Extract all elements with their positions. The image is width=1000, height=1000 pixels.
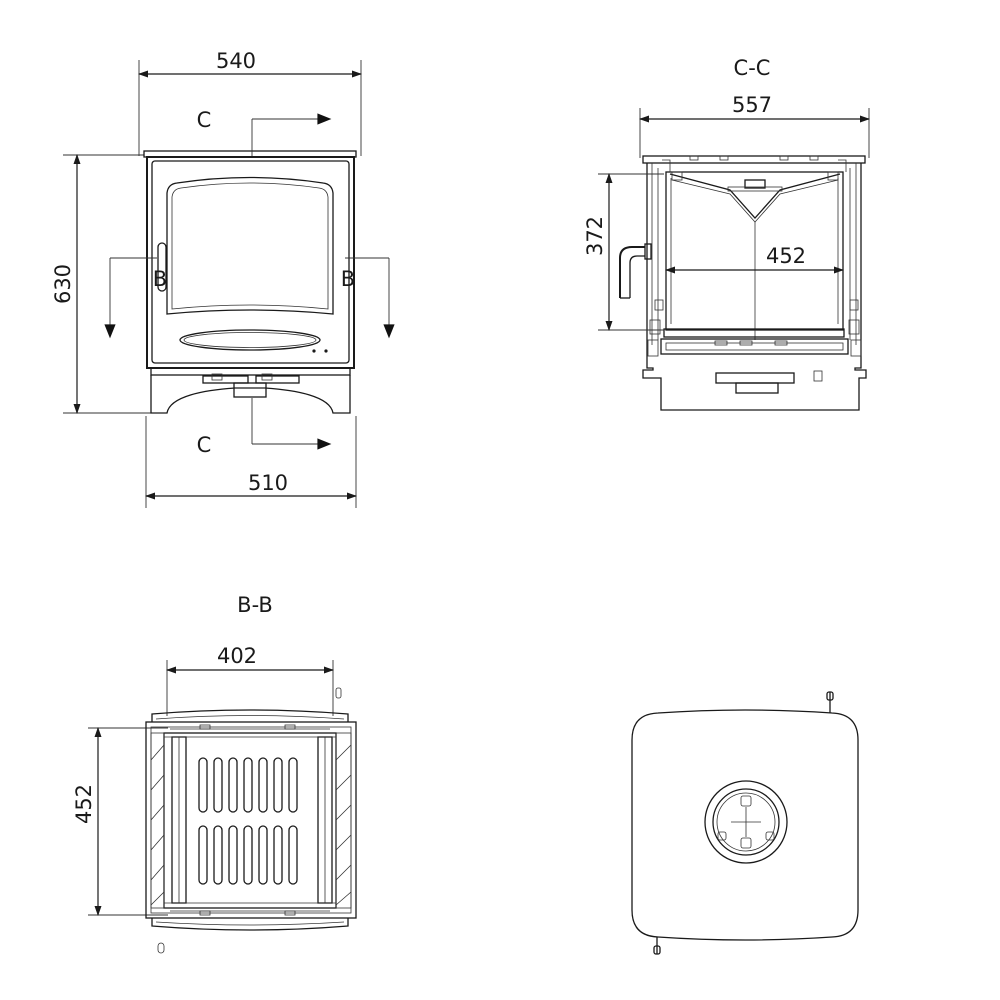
section-cc-title: C-C (734, 56, 771, 80)
section-label-c-top: C (197, 108, 212, 132)
dim-label-bb-depth: 452 (72, 784, 96, 824)
section-bb-title: B-B (237, 593, 273, 617)
section-label-b-right: B (341, 267, 355, 291)
section-cc-view: C-C 557 (583, 56, 870, 411)
dim-label-bb-width: 402 (217, 644, 257, 668)
top-view (631, 691, 859, 955)
section-label-c-bottom: C (197, 433, 212, 457)
section-label-b-left: B (153, 267, 167, 291)
dim-label-cc-width: 557 (732, 93, 772, 117)
front-view: 540 510 630 C C B B (51, 49, 395, 508)
dim-label-cc-height: 372 (583, 216, 607, 256)
flue-outlet (704, 780, 788, 864)
dim-label-height: 630 (51, 264, 75, 304)
dim-label-width-bottom: 510 (248, 471, 288, 495)
section-bb-view: B-B 402 452 (72, 593, 357, 954)
dim-label-cc-inner-width: 452 (766, 244, 806, 268)
dim-label-width-top: 540 (216, 49, 256, 73)
